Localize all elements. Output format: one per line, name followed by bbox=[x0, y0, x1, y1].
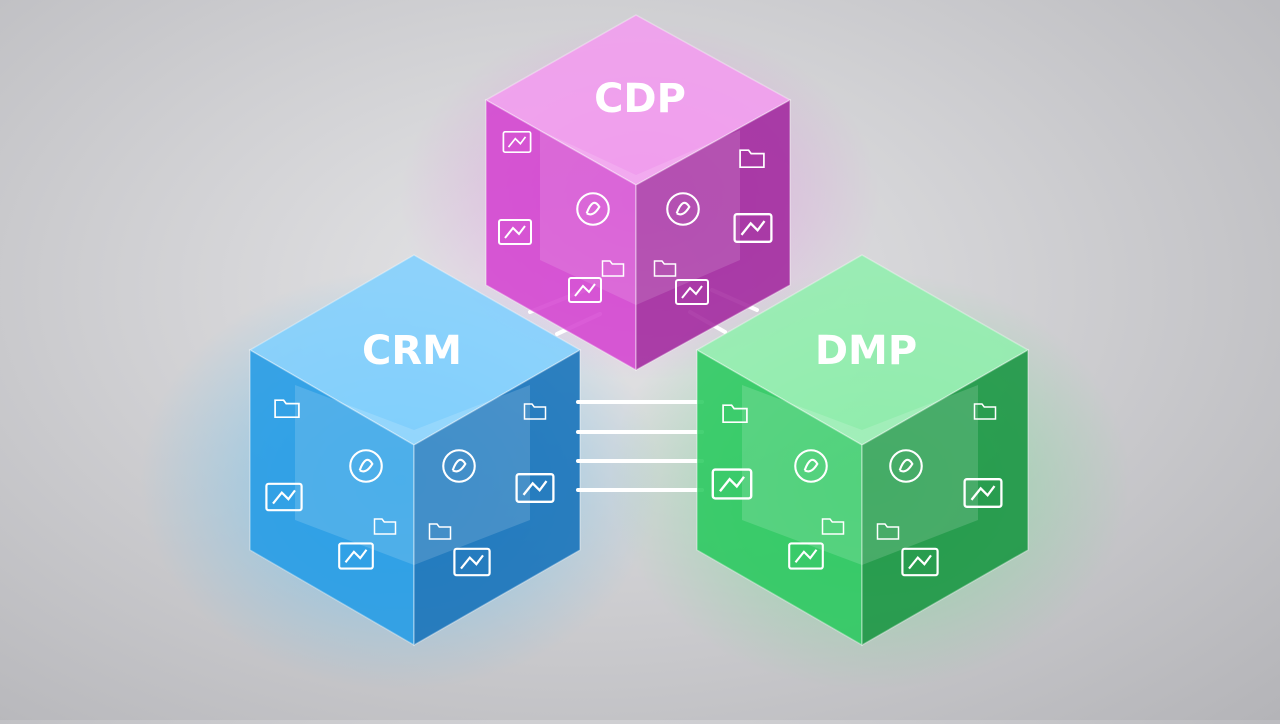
connector-crm-dmp bbox=[576, 400, 704, 492]
cube-dmp: DMP bbox=[695, 254, 1030, 647]
cdp-label: CDP bbox=[594, 76, 686, 122]
cube-cdp: CDP bbox=[484, 14, 792, 372]
crm-label: CRM bbox=[362, 328, 462, 374]
cube-crm: CRM bbox=[248, 254, 582, 647]
crm-cube-inner bbox=[295, 385, 530, 565]
cdp-cube-inner bbox=[540, 130, 740, 305]
dmp-cube-inner bbox=[742, 385, 978, 565]
dmp-label: DMP bbox=[815, 328, 917, 374]
